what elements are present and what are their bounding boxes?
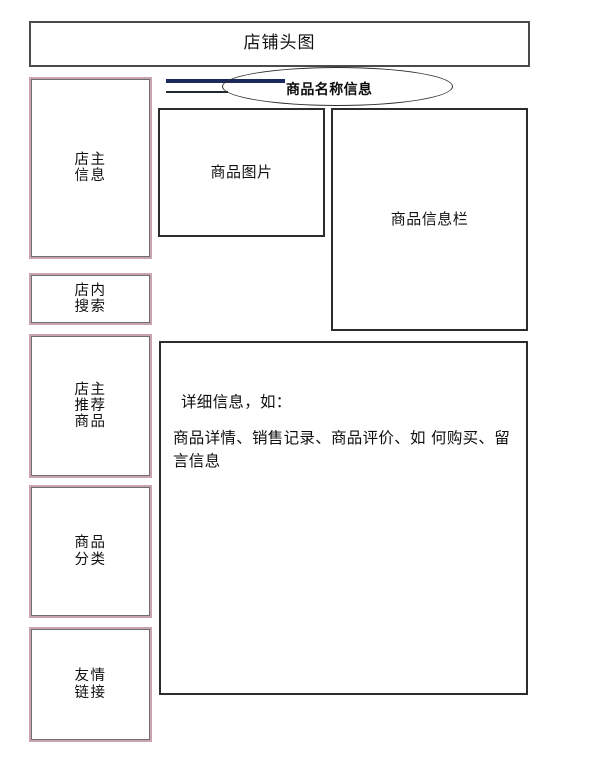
product-detail-items: 商品详情、销售记录、商品评价、如 何购买、留言信息 [173, 429, 511, 470]
product-detail-panel[interactable]: 详细信息，如： 商品详情、销售记录、商品评价、如 何购买、留言信息 [159, 341, 528, 695]
shop-header-banner[interactable]: 店铺头图 [29, 21, 530, 67]
product-name-callout-ellipse [222, 67, 453, 106]
sidebar-item-in-shop-search[interactable]: 店内 搜索 [29, 273, 152, 325]
sidebar-item-in-shop-search-label: 店内 搜索 [74, 282, 107, 315]
product-image-placeholder[interactable]: 商品图片 [158, 108, 325, 237]
sidebar-item-product-categories-label: 商品 分类 [74, 535, 107, 568]
sidebar-item-shop-owner-info[interactable]: 店主 信息 [29, 77, 152, 259]
sidebar-item-friendly-links-label: 友情 链接 [74, 668, 107, 701]
product-detail-lead: 详细信息，如： [181, 393, 292, 411]
product-image-placeholder-label: 商品图片 [210, 163, 273, 182]
sidebar-item-shop-owner-info-label: 店主 信息 [74, 151, 107, 184]
product-detail-panel-body: 详细信息，如： 商品详情、销售记录、商品评价、如 何购买、留言信息 [173, 391, 513, 472]
product-name-callout-label: 商品名称信息 [286, 82, 373, 98]
sidebar-item-friendly-links[interactable]: 友情 链接 [29, 627, 152, 742]
annotation-line-secondary [166, 91, 228, 93]
shop-header-banner-label: 店铺头图 [243, 33, 316, 54]
product-info-panel-label: 商品信息栏 [390, 210, 469, 229]
sidebar-item-owner-recommended-products-label: 店主 推荐 商品 [74, 381, 107, 431]
sidebar-item-owner-recommended-products[interactable]: 店主 推荐 商品 [29, 334, 152, 478]
sidebar-item-product-categories[interactable]: 商品 分类 [29, 485, 152, 618]
product-info-panel[interactable]: 商品信息栏 [331, 108, 528, 331]
